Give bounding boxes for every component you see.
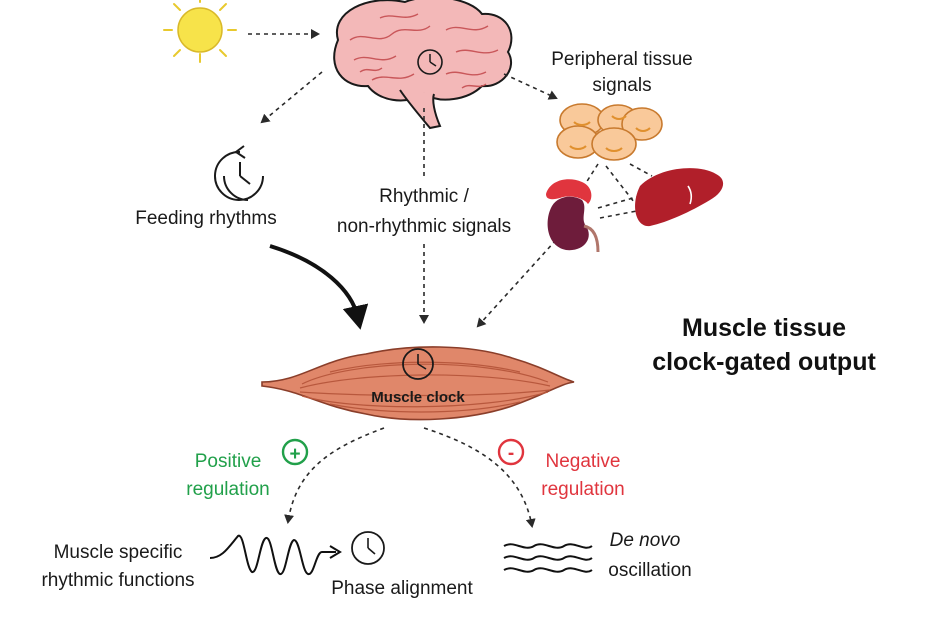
muscle-specific-label-line1: Muscle specific — [54, 542, 183, 563]
peripheral-label-line1: Peripheral tissue — [551, 49, 693, 70]
brain-icon — [333, 0, 513, 130]
title-line2: clock-gated output — [652, 348, 876, 376]
negative-symbol: - — [508, 443, 514, 464]
peripheral-label-line2: signals — [592, 75, 651, 96]
negative-label-line2: regulation — [541, 479, 624, 500]
rhythmic-label-line2: non-rhythmic signals — [337, 216, 511, 237]
muscle-icon — [261, 346, 575, 421]
arrow-brain-to-feeding — [260, 71, 323, 124]
arrow-organs-to-muscle — [476, 239, 557, 328]
positive-symbol-icon: + — [281, 438, 309, 466]
denovo-label-line2: oscillation — [608, 560, 691, 581]
positive-label-line1: Positive — [195, 451, 262, 472]
negative-label-line1: Negative — [546, 451, 621, 472]
feeding-clock-icon — [214, 145, 264, 201]
arrow-muscle-to-negative — [423, 427, 536, 528]
liver-icon — [635, 168, 724, 227]
muscle-clock-icon — [402, 348, 434, 380]
positive-symbol: + — [289, 444, 300, 465]
phase-clock-icon — [351, 531, 385, 565]
denovo-label-line1: De novo — [610, 530, 681, 551]
signal-arrows — [248, 29, 653, 528]
adipocyte-cluster-icon — [556, 103, 663, 161]
negative-symbol-icon: - — [497, 438, 525, 466]
phase-label: Phase alignment — [331, 578, 473, 599]
title-line1: Muscle tissue — [682, 314, 846, 342]
ripple-icon — [503, 543, 593, 573]
feeding-label: Feeding rhythms — [135, 208, 277, 229]
muscle-clock-label: Muscle clock — [371, 389, 465, 406]
brain-clock-icon — [417, 49, 443, 75]
arrow-brain-to-peripheral — [503, 73, 558, 100]
sun-icon — [163, 0, 237, 63]
muscle-specific-label-line2: rhythmic functions — [41, 570, 194, 591]
arrow-muscle-to-positive — [284, 427, 385, 524]
positive-label-line2: regulation — [186, 479, 269, 500]
arrow-feeding-to-muscle — [269, 244, 369, 330]
rhythmic-label-line1: Rhythmic / — [379, 186, 469, 207]
wave-icon — [209, 534, 342, 576]
kidney-icon — [546, 179, 600, 253]
